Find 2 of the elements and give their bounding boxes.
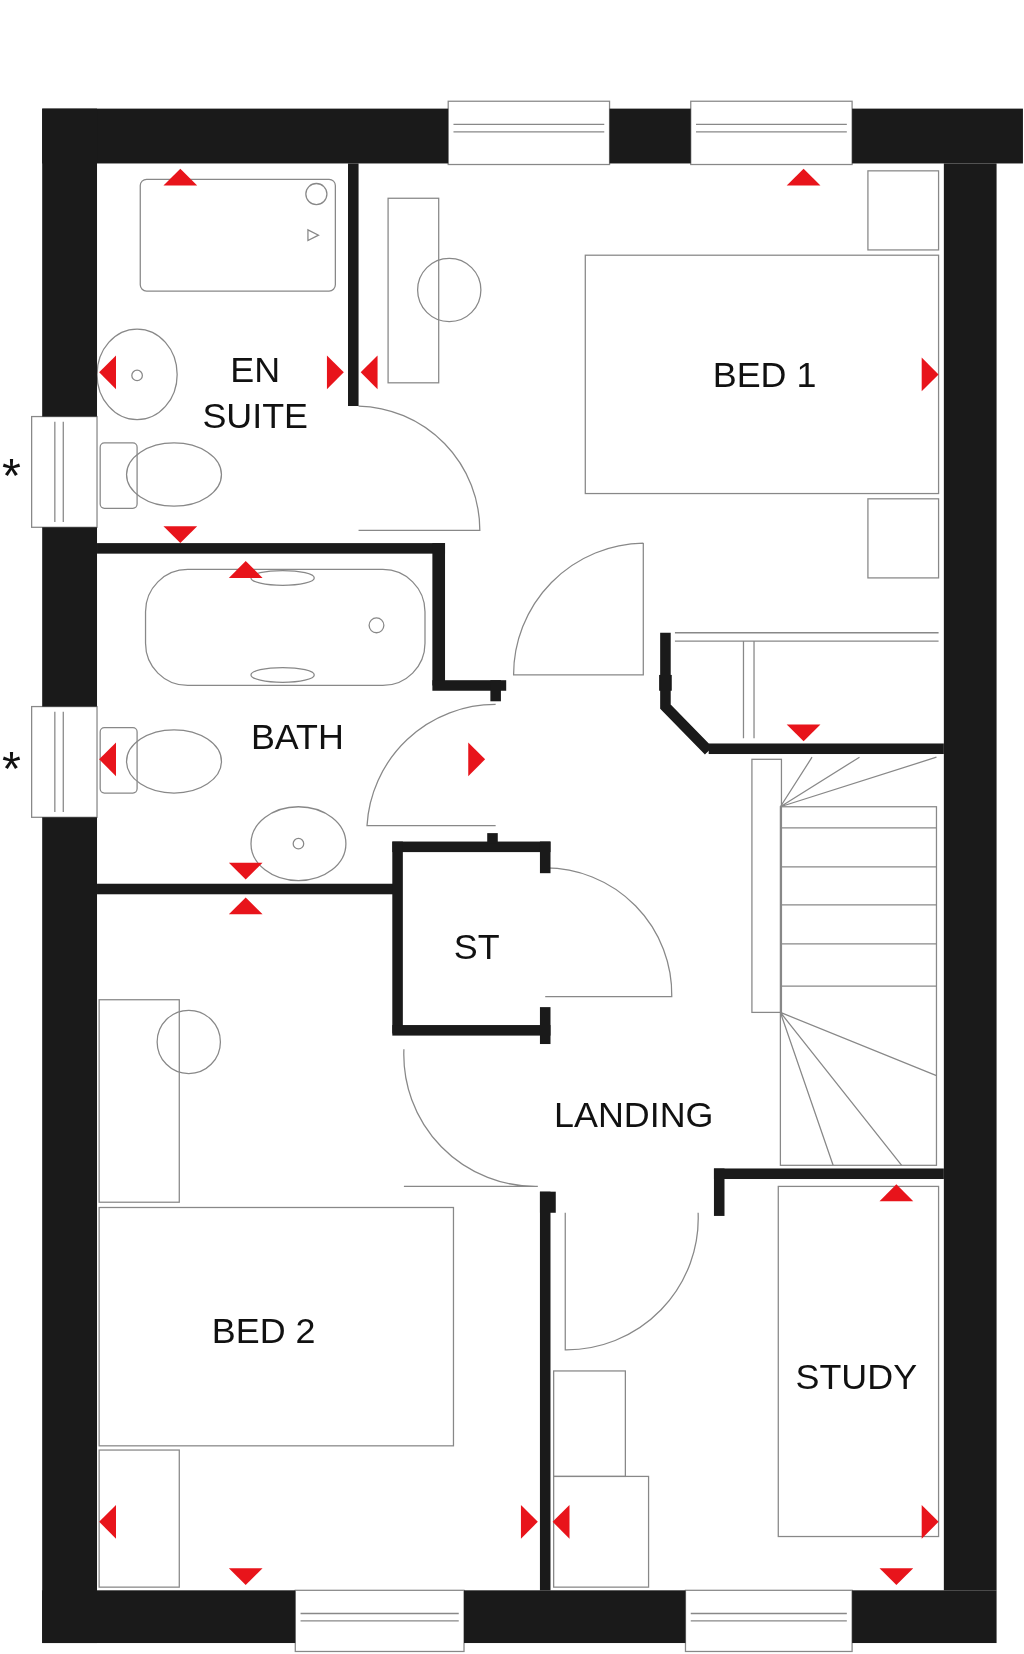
window-note-mark: * [2,451,21,500]
window-note-mark: * [2,743,21,792]
